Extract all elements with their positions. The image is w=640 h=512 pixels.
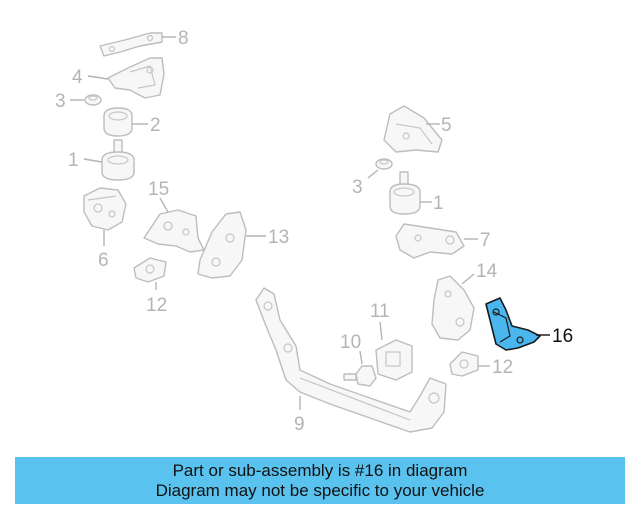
part-12-plate-right (449, 351, 479, 377)
callout-3b: 3 (352, 177, 363, 198)
callout-3a: 3 (55, 91, 66, 112)
part-6-bracket (83, 187, 127, 231)
parts-diagram: 8 4 3 2 1 6 15 (55, 28, 573, 435)
part-1-mount-left (101, 139, 135, 181)
banner-line-2: Diagram may not be specific to your vehi… (155, 480, 485, 500)
callout-12a: 12 (146, 295, 167, 316)
part-15-bracket (143, 209, 205, 253)
callout-2: 2 (150, 115, 161, 136)
callout-10: 10 (340, 332, 361, 353)
part-3-nut-left (84, 94, 102, 106)
part-5-bracket (383, 105, 443, 153)
part-7-bracket (395, 223, 465, 259)
callout-14: 14 (476, 261, 498, 282)
part-3-nut-right (375, 158, 393, 170)
part-12-plate-left (133, 257, 167, 283)
callout-5: 5 (441, 115, 452, 136)
part-1-mount-right (389, 171, 421, 215)
part-8-bracket (99, 32, 163, 57)
callout-16: 16 (552, 326, 573, 347)
callout-7: 7 (480, 230, 491, 251)
part-4-bracket (107, 57, 165, 99)
callout-1b: 1 (433, 193, 444, 214)
part-11-mount (375, 339, 413, 381)
callout-15: 15 (148, 179, 169, 200)
part-14-bracket (431, 275, 475, 341)
callout-12b: 12 (492, 357, 513, 378)
part-16-bracket-highlighted[interactable] (485, 297, 541, 351)
part-10-bushing (343, 365, 377, 387)
part-13-bracket (197, 211, 247, 279)
part-9-crossmember (255, 287, 447, 433)
banner-line-1: Part or sub-assembly is #16 in diagram (172, 460, 468, 480)
callout-6: 6 (98, 250, 109, 271)
callout-13: 13 (268, 227, 289, 248)
callout-1a: 1 (68, 150, 79, 171)
callout-4: 4 (72, 67, 83, 88)
callout-11: 11 (370, 301, 390, 322)
info-banner: Part or sub-assembly is #16 in diagram D… (15, 457, 625, 504)
callout-8: 8 (178, 28, 189, 49)
callout-9: 9 (294, 414, 305, 435)
part-2-damper (103, 107, 133, 137)
